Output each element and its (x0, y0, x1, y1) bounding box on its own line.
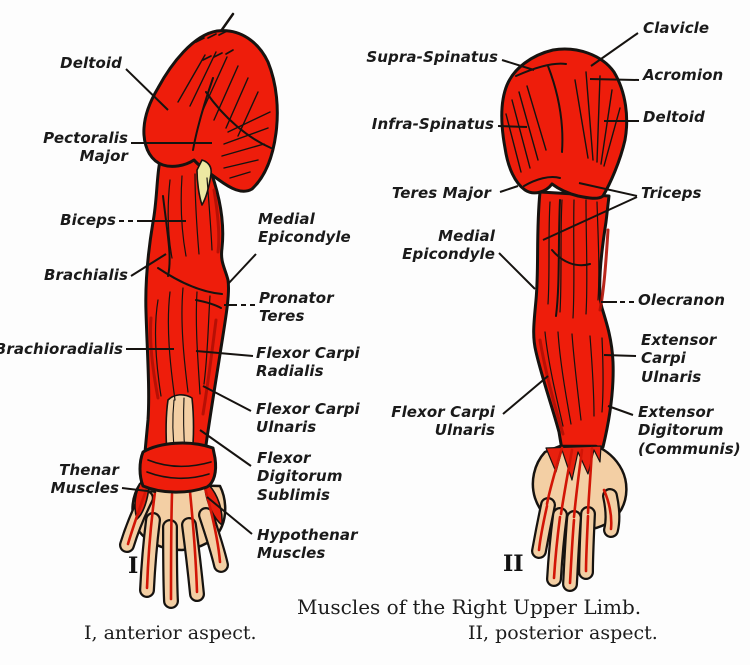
armpit-tendon (196, 159, 212, 206)
anterior-leader-lines (119, 68, 257, 535)
posterior-leader-lines (497, 32, 640, 416)
label-thenar-muscles: Thenar Muscles (50, 461, 119, 498)
label-pectoralis-major: Pectoralis Major (43, 129, 128, 166)
hand-tendon-lines (537, 446, 613, 585)
label-deltoid-posterior: Deltoid (643, 108, 705, 126)
legend-posterior: II, posterior aspect. (468, 622, 658, 644)
leader-triceps-upper (578, 182, 638, 197)
label-brachioradialis: Brachioradialis (0, 340, 123, 358)
anterior-arm-figure (119, 12, 279, 609)
label-medial-epicondyle-posterior: Medial Epicondyle (402, 227, 495, 264)
hatching (505, 85, 547, 173)
label-pronator-teres: Pronator Teres (259, 289, 334, 326)
hatching (177, 51, 259, 137)
label-deltoid-anterior: Deltoid (60, 54, 122, 72)
leader-thenar (121, 487, 157, 493)
leader-teres-major (499, 185, 519, 193)
leader-deltoid (125, 68, 169, 111)
leader-medial-epicondyle (498, 252, 536, 290)
label-medial-epicondyle-anterior: Medial Epicondyle (258, 210, 351, 247)
posterior-arm-figure (500, 47, 629, 592)
shoulder-mass (500, 47, 629, 200)
label-extensor-carpi-ulnaris: Extensor Carpi Ulnaris (641, 331, 717, 386)
leader-flexor-carpi-ulnaris (502, 375, 549, 415)
leader-brachialis (130, 253, 167, 277)
hatching (154, 287, 211, 401)
figure-numeral-anterior: I (128, 553, 139, 579)
label-triceps: Triceps (641, 184, 702, 202)
leader-hypothenar (206, 496, 253, 535)
label-extensor-digitorum-communis: Extensor Digitorum (Communis) (638, 403, 741, 458)
figure-numeral-posterior: II (503, 551, 524, 577)
label-clavicle: Clavicle (643, 19, 710, 37)
figure-title: Muscles of the Right Upper Limb. (297, 595, 642, 619)
legend-anterior: I, anterior aspect. (84, 622, 257, 644)
cuff-creases (146, 459, 212, 480)
sketch-mark (219, 12, 235, 33)
label-supra-spinatus: Supra-Spinatus (366, 48, 498, 66)
shading (538, 228, 610, 436)
label-acromion: Acromion (643, 66, 724, 84)
label-flexor-carpi-radialis: Flexor Carpi Radialis (256, 344, 360, 381)
leader-clavicle (590, 32, 639, 67)
label-brachialis: Brachialis (44, 266, 128, 284)
label-hypothenar-muscles: Hypothenar Muscles (257, 526, 358, 563)
leader-medial-epicondyle (227, 253, 257, 285)
wrist-cuff (138, 441, 218, 494)
label-flexor-digitorum-sublimis: Flexor Digitorum Sublimis (257, 449, 343, 504)
shading (149, 188, 221, 416)
hatching (544, 331, 604, 427)
leader-extensor-carpi-ulnaris (603, 354, 637, 357)
label-olecranon: Olecranon (638, 291, 726, 309)
label-infra-spinatus: Infra-Spinatus (371, 115, 494, 133)
leader-supra-spinatus (501, 59, 535, 71)
leader-acromion (589, 78, 640, 81)
leader-triceps-lower (542, 196, 638, 241)
leader-infra-spinatus (497, 125, 528, 128)
leader-flexor-digitorum-sublimis (199, 429, 252, 467)
leader-extensor-digitorum (607, 405, 634, 416)
label-flexor-carpi-ulnaris-posterior: Flexor Carpi Ulnaris (391, 403, 495, 440)
hatching (574, 71, 621, 167)
leader-flexor-carpi-radialis (195, 350, 254, 357)
label-flexor-carpi-ulnaris-anterior: Flexor Carpi Ulnaris (256, 400, 360, 437)
muscle-crease (551, 199, 591, 317)
leader-flexor-carpi-ulnaris (202, 385, 252, 412)
hatching (195, 30, 234, 61)
hand-tendon-lines (126, 486, 222, 601)
muscle-crease (515, 62, 567, 187)
label-biceps: Biceps (60, 211, 116, 229)
hatching (221, 111, 271, 179)
label-teres-major: Teres Major (391, 184, 491, 202)
